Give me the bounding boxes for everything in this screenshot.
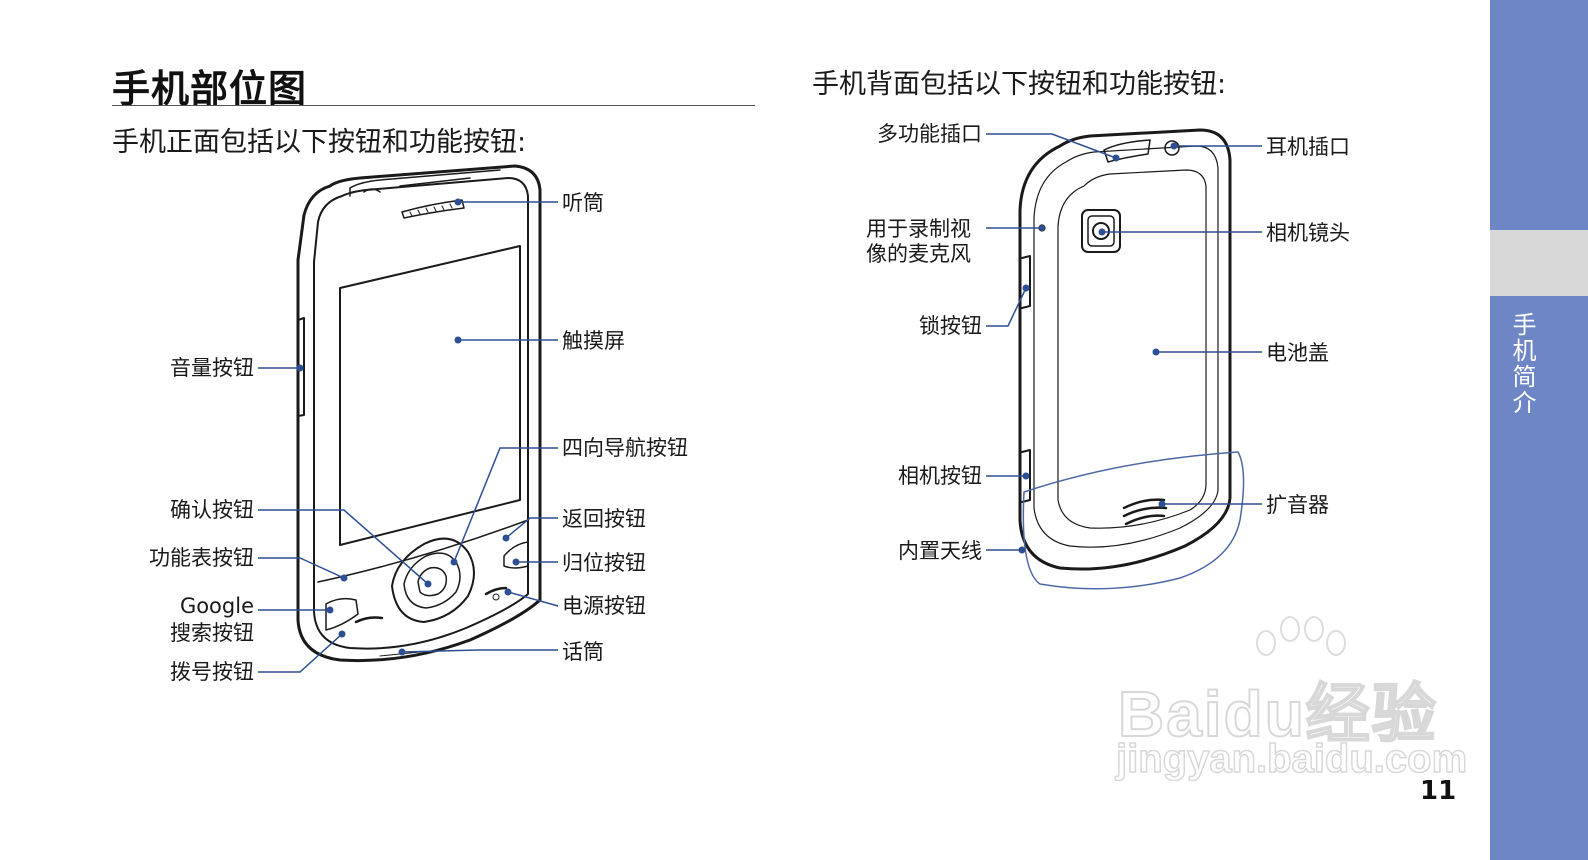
title-underline [112, 105, 755, 106]
label-power-button: 电源按钮 [562, 594, 646, 618]
watermark-sub-text: jingyan.baidu.com [1115, 736, 1468, 782]
baidu-watermark: Baidu经验 jingyan.baidu.com [1110, 615, 1480, 795]
label-home-button: 归位按钮 [562, 551, 646, 575]
front-phone-drawing [296, 164, 542, 663]
label-google-line1: Google [179, 594, 254, 618]
front-intro-text: 手机正面包括以下按钮和功能按钮: [112, 127, 527, 158]
page-number: 11 [1420, 776, 1457, 806]
label-mic: 话筒 [562, 640, 604, 664]
label-mic-video-line2: 像的麦克风 [866, 242, 971, 266]
label-battery-cover: 电池盖 [1266, 341, 1329, 365]
label-headset-jack: 耳机插口 [1266, 135, 1350, 159]
label-camera-button: 相机按钮 [898, 464, 982, 488]
label-multi-port: 多功能插口 [877, 122, 982, 146]
side-chapter-title: 手机简介 [1508, 312, 1536, 416]
label-antenna: 内置天线 [898, 539, 982, 563]
back-intro-text: 手机背面包括以下按钮和功能按钮: [812, 69, 1227, 100]
label-mic-video-line1: 用于录制视 [866, 217, 971, 241]
paw-icon [1256, 616, 1346, 656]
label-touchscreen: 触摸屏 [562, 329, 625, 353]
label-back-button: 返回按钮 [562, 507, 646, 531]
side-chapter-marker [1490, 230, 1588, 296]
label-menu-button: 功能表按钮 [149, 546, 254, 570]
label-nav-button: 四向导航按钮 [562, 436, 688, 460]
page-title: 手机部位图 [112, 67, 308, 111]
label-earpiece: 听筒 [562, 191, 604, 215]
back-phone-drawing [1018, 128, 1245, 590]
label-speaker: 扩音器 [1266, 493, 1329, 517]
label-camera-lens: 相机镜头 [1266, 221, 1350, 245]
label-google-line2: 搜索按钮 [170, 621, 254, 645]
watermark-main-text: Baidu经验 [1117, 677, 1438, 751]
side-chapter-bar [1490, 0, 1588, 860]
label-dial-button: 拨号按钮 [170, 660, 254, 684]
label-volume-button: 音量按钮 [170, 356, 254, 380]
label-confirm-button: 确认按钮 [170, 498, 254, 522]
phone-diagram [258, 128, 1262, 673]
label-lock-button: 锁按钮 [919, 314, 982, 338]
